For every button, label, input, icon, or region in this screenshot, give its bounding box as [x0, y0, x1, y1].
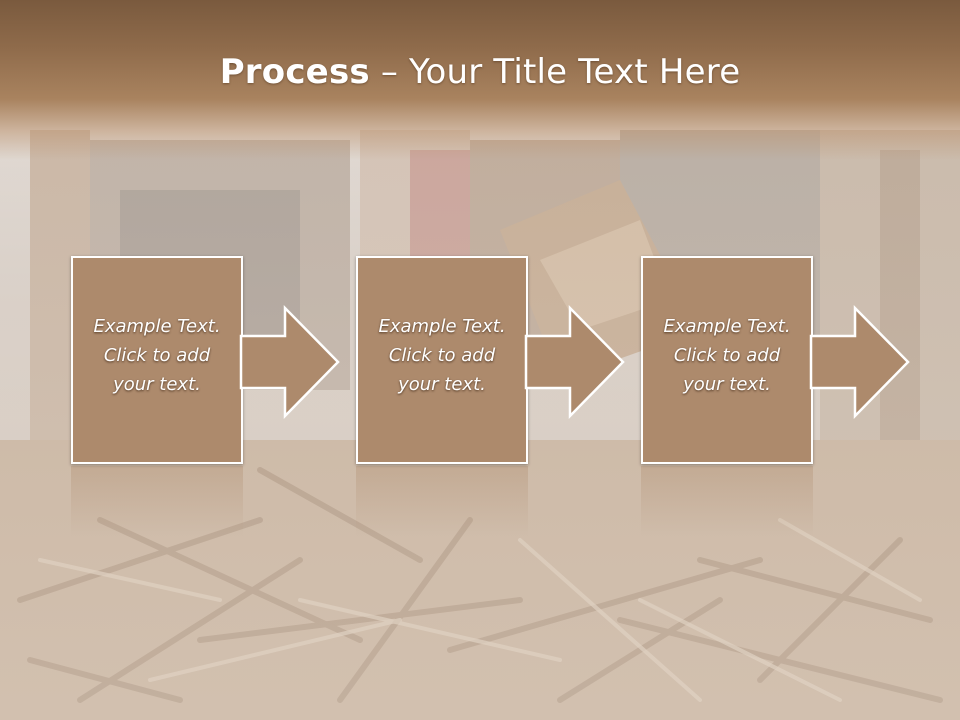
step-box[interactable]	[356, 256, 528, 464]
step-text[interactable]: Example Text. Click to add your text.	[93, 316, 221, 395]
step-reflection	[356, 466, 528, 536]
right-arrow-icon	[239, 304, 340, 420]
step-box[interactable]	[641, 256, 813, 464]
step-text[interactable]: Example Text. Click to add your text.	[378, 316, 506, 395]
slide-title[interactable]: Process – Your Title Text Here	[0, 52, 960, 92]
right-arrow-icon	[524, 304, 625, 420]
title-band	[0, 0, 960, 160]
title-bold: Process	[219, 52, 370, 92]
title-rest: – Your Title Text Here	[369, 52, 741, 92]
step-box[interactable]	[71, 256, 243, 464]
right-arrow-icon	[809, 304, 910, 420]
step-reflection	[71, 466, 243, 536]
step-reflection	[641, 466, 813, 536]
step-text[interactable]: Example Text. Click to add your text.	[663, 316, 791, 395]
